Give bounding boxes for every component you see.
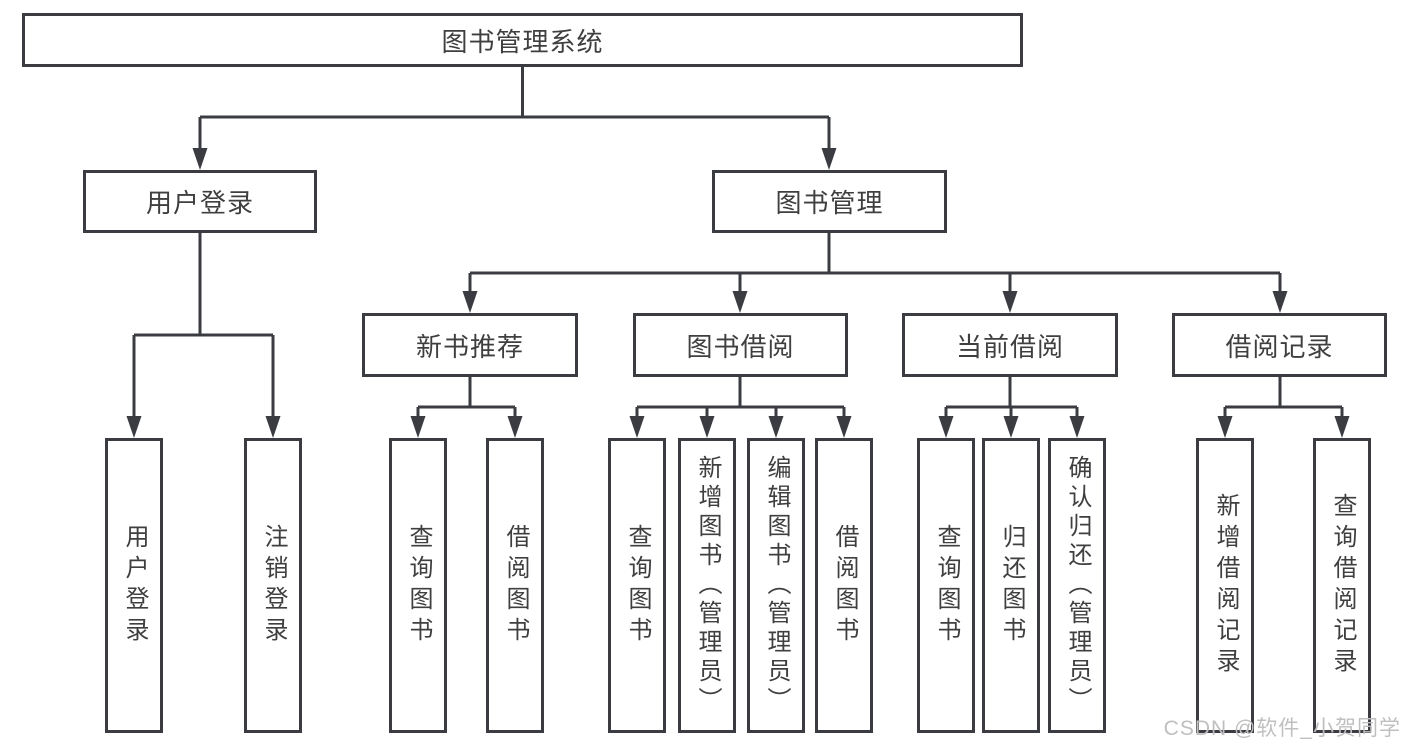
leaf-current-confirm-return-admin: 确认归还（管理员） [1048, 438, 1106, 733]
leaf-current-return-books: 归还图书 [982, 438, 1040, 733]
leaf-logout-label: 注销登录 [260, 523, 287, 648]
leaf-records-query-record: 查询借阅记录 [1313, 438, 1371, 733]
node-book-management: 图书管理 [712, 170, 947, 233]
leaf-current-query-books: 查询图书 [917, 438, 975, 733]
csdn-watermark: CSDN @软件_小贺同学 [1163, 717, 1401, 740]
leaf-records-query-record-label: 查询借阅记录 [1329, 492, 1356, 679]
node-book-borrowing: 图书借阅 [633, 313, 848, 377]
node-new-book-recommend-label: 新书推荐 [415, 331, 524, 362]
leaf-current-query-books-label: 查询图书 [933, 523, 960, 648]
leaf-borrowing-edit-books-admin-label: 编辑图书（管理员） [763, 455, 790, 716]
leaf-borrowing-query-books-label: 查询图书 [624, 523, 651, 648]
node-user-login: 用户登录 [83, 170, 317, 233]
leaf-recommend-borrow-books: 借阅图书 [486, 438, 544, 733]
node-current-borrowing-label: 当前借阅 [955, 331, 1064, 362]
node-borrowing-records: 借阅记录 [1172, 313, 1387, 377]
node-book-management-label: 图书管理 [775, 188, 884, 218]
leaf-current-return-books-label: 归还图书 [998, 523, 1025, 648]
node-user-login-label: 用户登录 [145, 188, 254, 218]
leaf-records-add-record: 新增借阅记录 [1196, 438, 1254, 733]
leaf-logout: 注销登录 [244, 438, 302, 733]
leaf-borrowing-add-books-admin-label: 新增图书（管理员） [694, 455, 721, 716]
arrowhead-icons [126, 148, 1350, 438]
leaf-recommend-query-books: 查询图书 [389, 438, 447, 733]
leaf-borrowing-query-books: 查询图书 [608, 438, 666, 733]
leaf-recommend-borrow-books-label: 借阅图书 [502, 523, 529, 648]
node-book-borrowing-label: 图书借阅 [686, 331, 795, 362]
leaf-borrowing-borrow-books-label: 借阅图书 [831, 523, 858, 648]
leaf-user-login: 用户登录 [105, 438, 163, 733]
node-borrowing-records-label: 借阅记录 [1225, 331, 1334, 362]
leaf-borrowing-edit-books-admin: 编辑图书（管理员） [747, 438, 805, 733]
node-root-system: 图书管理系统 [22, 13, 1023, 67]
leaf-borrowing-add-books-admin: 新增图书（管理员） [678, 438, 736, 733]
leaf-recommend-query-books-label: 查询图书 [405, 523, 432, 648]
leaf-records-add-record-label: 新增借阅记录 [1212, 492, 1239, 679]
leaf-current-confirm-return-admin-label: 确认归还（管理员） [1064, 455, 1091, 716]
node-root-label: 图书管理系统 [441, 26, 604, 57]
node-current-borrowing: 当前借阅 [902, 313, 1118, 377]
leaf-user-login-label: 用户登录 [121, 523, 148, 648]
leaf-borrowing-borrow-books: 借阅图书 [815, 438, 873, 733]
node-new-book-recommend: 新书推荐 [362, 313, 578, 377]
